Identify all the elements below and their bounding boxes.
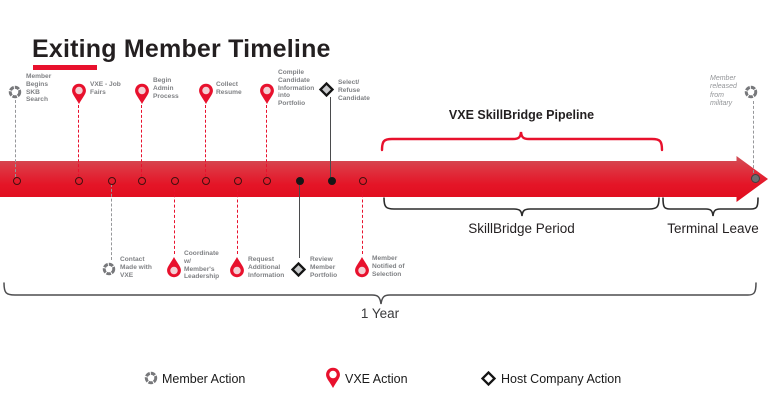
title-underline-bar [33, 65, 97, 70]
connector-line [299, 184, 300, 258]
timeline-dot [295, 176, 304, 185]
event-label: Member Notified of Selection [372, 255, 405, 278]
legend-vxe-action: VXE Action [345, 371, 408, 386]
timeline-dot [233, 176, 242, 185]
legend-host-company-action: Host Company Action [501, 371, 622, 386]
skillbridge-period-label: SkillBridge Period [468, 221, 575, 236]
event-label: Coordinate w/ Member's Leadership [184, 250, 220, 281]
vxe-pin-icon [134, 83, 150, 105]
event-label: VXE - Job Fairs [90, 81, 121, 96]
connector-line [15, 100, 16, 177]
terminal-leave-label: Terminal Leave [667, 221, 759, 236]
host-company-diamond-icon [480, 370, 497, 387]
vxe-pin-icon [229, 256, 245, 278]
connector-line [111, 184, 112, 260]
timeline-dot [74, 176, 83, 185]
timeline-end-dot [751, 174, 760, 183]
skillbridge-brace [383, 197, 660, 217]
event-label: Review Member Portfolio [310, 256, 338, 279]
timeline-dot [327, 176, 336, 185]
connector-line [78, 105, 79, 177]
timeline-dot [262, 176, 271, 185]
timeline-dot [137, 176, 146, 185]
host-company-diamond-icon [318, 81, 335, 98]
member-action-icon [8, 85, 22, 99]
timeline-dot [358, 176, 367, 185]
connector-line [753, 101, 754, 173]
connector-line [141, 105, 142, 177]
timeline-dot [12, 176, 21, 185]
pipeline-brace [380, 131, 664, 152]
event-label: Collect Resume [216, 81, 242, 96]
timeline-dot [170, 176, 179, 185]
vxe-pin-icon [198, 83, 214, 105]
connector-line [362, 184, 363, 254]
connector-line [330, 97, 331, 179]
one-year-brace [3, 282, 757, 305]
vxe-pin-icon [259, 83, 275, 105]
member-action-icon [102, 262, 116, 276]
connector-line [237, 184, 238, 254]
one-year-label: 1 Year [360, 306, 400, 321]
legend-member-action: Member Action [162, 371, 246, 386]
timeline-dot [201, 176, 210, 185]
vxe-pin-icon [354, 256, 370, 278]
connector-line [205, 105, 206, 177]
connector-line [174, 184, 175, 254]
event-label: Member Begins SKB Search [26, 73, 52, 104]
host-company-diamond-icon [290, 261, 307, 278]
member-action-icon [144, 371, 158, 385]
timeline-arrow-band [0, 156, 768, 202]
member-action-icon [744, 85, 758, 99]
event-label: Compile Candidate Information into Portf… [278, 69, 315, 108]
event-label: Request Additional Information [248, 256, 285, 279]
pipeline-label: VXE SkillBridge Pipeline [448, 108, 595, 122]
event-label: Member released from military [710, 75, 737, 107]
terminal-leave-brace [662, 197, 759, 217]
vxe-pin-icon [166, 256, 182, 278]
connector-line [266, 105, 267, 177]
event-label: Select/ Refuse Candidate [338, 79, 370, 102]
vxe-pin-icon [325, 367, 341, 389]
event-label: Begin Admin Process [153, 77, 179, 100]
timeline-dot [107, 176, 116, 185]
event-label: Contact Made with VXE [120, 256, 152, 279]
page-title: Exiting Member Timeline [32, 35, 331, 63]
vxe-pin-icon [71, 83, 87, 105]
